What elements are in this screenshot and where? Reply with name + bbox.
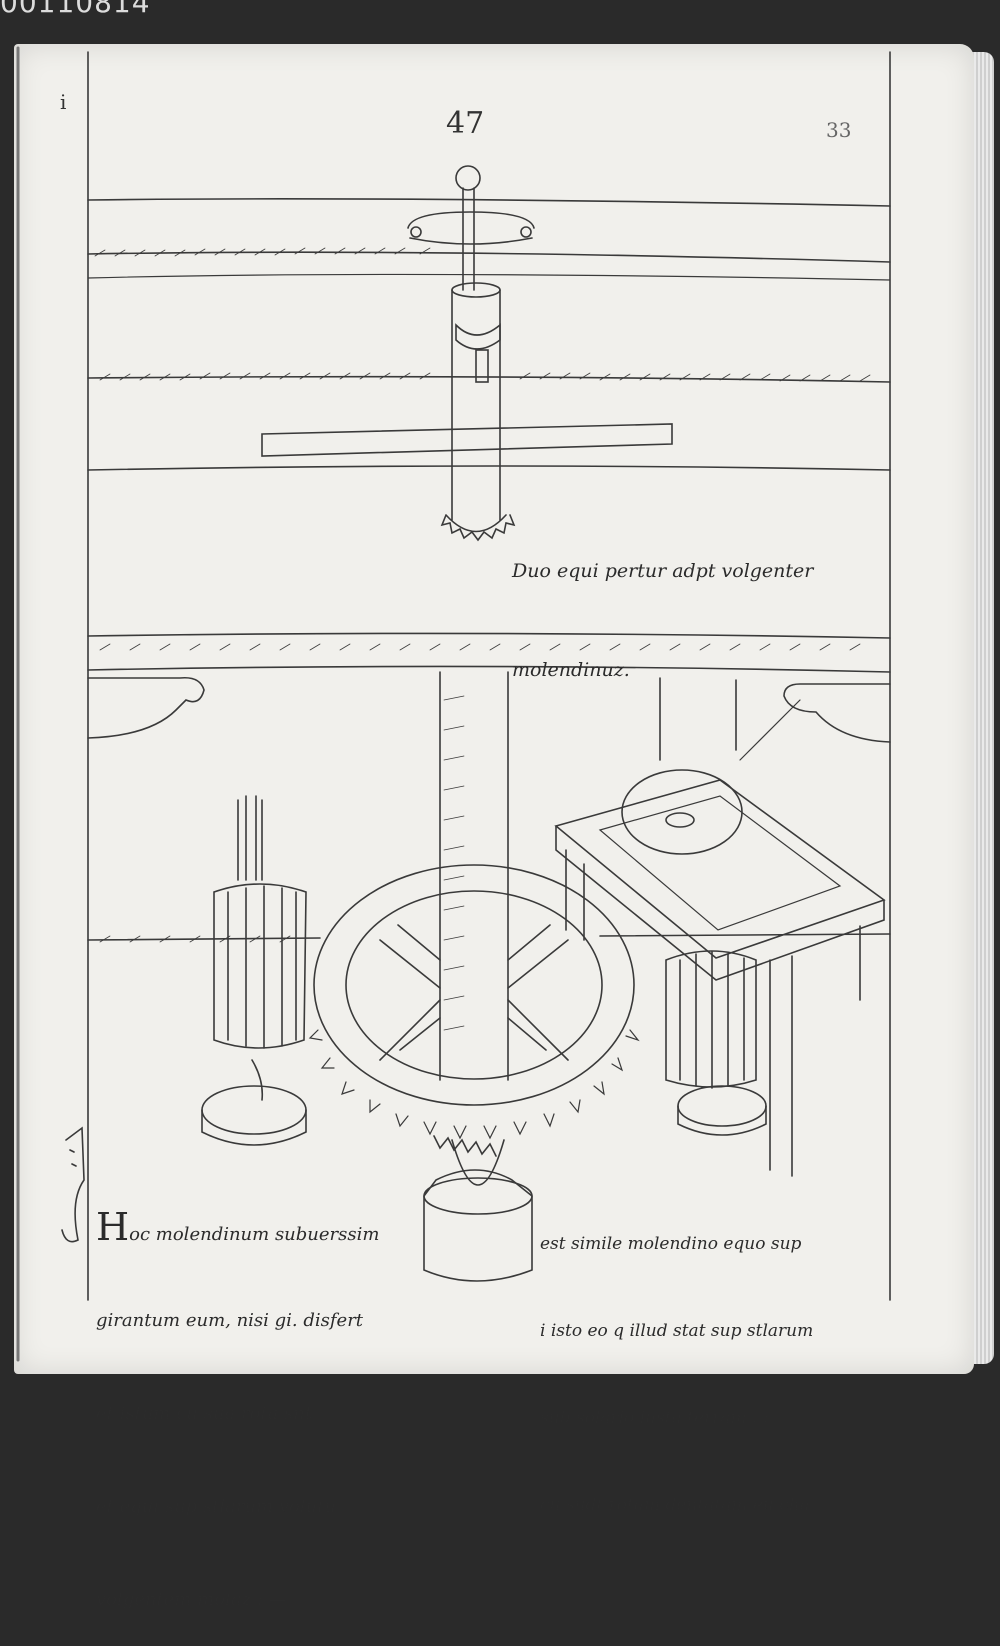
base-drum	[423, 1169, 533, 1282]
text-block-right: est simile molendino equo sup i isto eo …	[540, 1172, 813, 1549]
left-spindle	[251, 1059, 264, 1101]
shaft-top-ellipse	[451, 282, 501, 298]
hatch-lower	[99, 643, 861, 651]
corbel-right	[783, 683, 891, 743]
spur-wheel-outer	[313, 864, 635, 1106]
left-lantern	[213, 883, 307, 1049]
shaft-knob	[455, 165, 481, 191]
shaft-slot	[475, 349, 489, 383]
lower-shaft	[439, 671, 509, 1081]
text-line: volgentem molaz : —	[96, 1589, 287, 1610]
millstone	[621, 769, 743, 855]
right-lantern	[665, 950, 757, 1088]
text-line: sub solario iusta terram . :	[540, 1408, 769, 1428]
margin-mark: i	[60, 90, 67, 114]
text-line: est simile molendino equo sup	[540, 1234, 802, 1254]
millstone-eye	[665, 812, 695, 828]
left-lantern-rods	[237, 795, 263, 881]
folio-number-alt: 33	[826, 118, 852, 142]
text-line: girantum eum, nisi gi. disfert	[96, 1310, 364, 1331]
bearing-roller-left	[410, 226, 422, 238]
top-bearing	[407, 211, 535, 245]
shaft-shading	[443, 695, 465, 1031]
text-line: et equi sup stlarum volutu	[96, 1496, 337, 1517]
spur-wheel-teeth	[308, 1029, 640, 1140]
page-edges	[972, 52, 994, 1364]
text-line: Hoc molendinum subuerssim	[96, 1208, 380, 1246]
millstone-table-top	[554, 779, 886, 959]
right-lantern-bars	[679, 951, 745, 1089]
corbel-left	[87, 676, 205, 739]
upper-beam	[87, 198, 891, 263]
right-stone	[677, 1085, 767, 1127]
folio-number: 47	[446, 106, 485, 141]
base-funnel	[451, 1139, 505, 1186]
text-line: et istum cu sua rota snt	[96, 1403, 313, 1424]
left-stone	[201, 1085, 307, 1135]
table-legs	[565, 849, 861, 1177]
scan-id: 00110814	[0, 0, 151, 19]
text-line: cu sudt rotam dentatam eu cha	[540, 1495, 810, 1515]
marginal-flourish	[61, 1126, 85, 1243]
initial-letter: H	[96, 1205, 130, 1249]
lower-floor	[87, 632, 891, 673]
annotation-line: Duo equi pertur adpt volgenter	[512, 560, 814, 582]
text-block-left: Hoc molendinum subuerssim girantum eum, …	[96, 1150, 379, 1646]
left-stone-side	[201, 1109, 307, 1146]
upper-beam-bottom	[87, 273, 891, 281]
annotation-line: molendinuz.	[512, 659, 630, 681]
bearing-roller-right	[520, 226, 532, 238]
hatch-ground	[99, 935, 291, 943]
millstone-table-front	[555, 825, 885, 981]
pinion-gear	[440, 514, 516, 542]
text-line-rest: oc molendinum subuerssim	[129, 1224, 380, 1245]
mid-shaft	[451, 289, 501, 521]
left-lantern-bars	[227, 885, 297, 1049]
hatch-middle	[99, 372, 871, 382]
spur-wheel-inner	[345, 890, 603, 1080]
middle-floor	[87, 375, 891, 471]
shaft-collar	[455, 323, 501, 350]
millstone-table-inner	[598, 795, 842, 931]
lever-bar	[261, 423, 673, 457]
hopper-post	[659, 677, 737, 761]
upper-shaft	[462, 187, 475, 291]
annotation-text: Duo equi pertur adpt volgenter molendinu…	[512, 486, 813, 718]
hopper-chute	[739, 699, 801, 761]
text-line: i isto eo q illud stat sup stlarum	[540, 1321, 814, 1341]
lower-pinion-teeth	[433, 1135, 497, 1157]
base-drum-top	[423, 1177, 533, 1215]
hatch-upper	[94, 247, 431, 257]
right-stone-side	[677, 1105, 767, 1136]
mill-drawing	[16, 46, 891, 1362]
wheel-spokes	[379, 924, 569, 1061]
